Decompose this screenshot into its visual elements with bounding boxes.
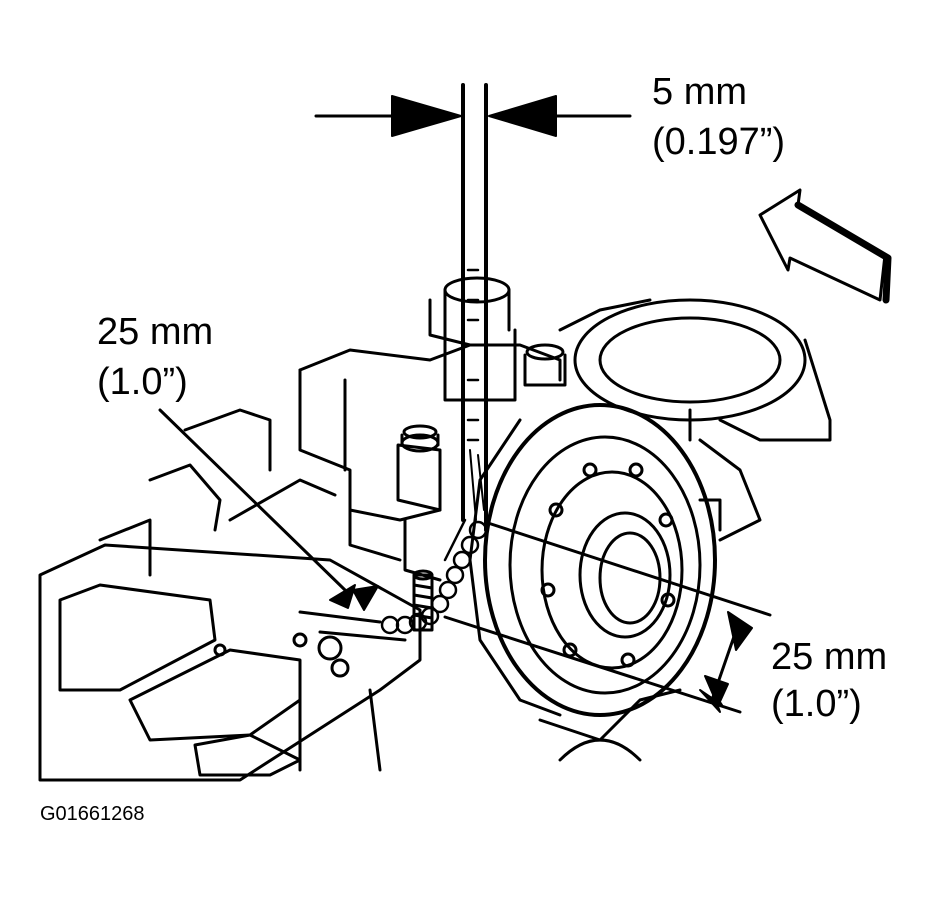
sealant-width-metric: 5 mm <box>652 71 747 113</box>
sealant-width-imperial: (0.197”) <box>652 121 786 163</box>
figure-id: G01661268 <box>40 803 145 825</box>
right-distance-metric: 25 mm <box>771 636 888 678</box>
sealant-bead <box>380 518 488 635</box>
stud <box>412 569 434 632</box>
dimension-arrow-icon <box>443 521 772 714</box>
view-direction-arrow-icon <box>758 188 892 304</box>
left-distance-imperial: (1.0”) <box>97 361 188 403</box>
dimension-arrow-icon <box>314 95 632 137</box>
cylinder-head <box>298 276 567 582</box>
dimension-arrow-icon <box>158 408 407 642</box>
measuring-scale <box>461 83 488 532</box>
right-distance-imperial: (1.0”) <box>771 683 862 725</box>
crankshaft-pulley <box>558 298 832 542</box>
left-distance-metric: 25 mm <box>97 311 214 353</box>
engine-block <box>38 408 422 782</box>
timing-cover-seal <box>468 403 722 762</box>
